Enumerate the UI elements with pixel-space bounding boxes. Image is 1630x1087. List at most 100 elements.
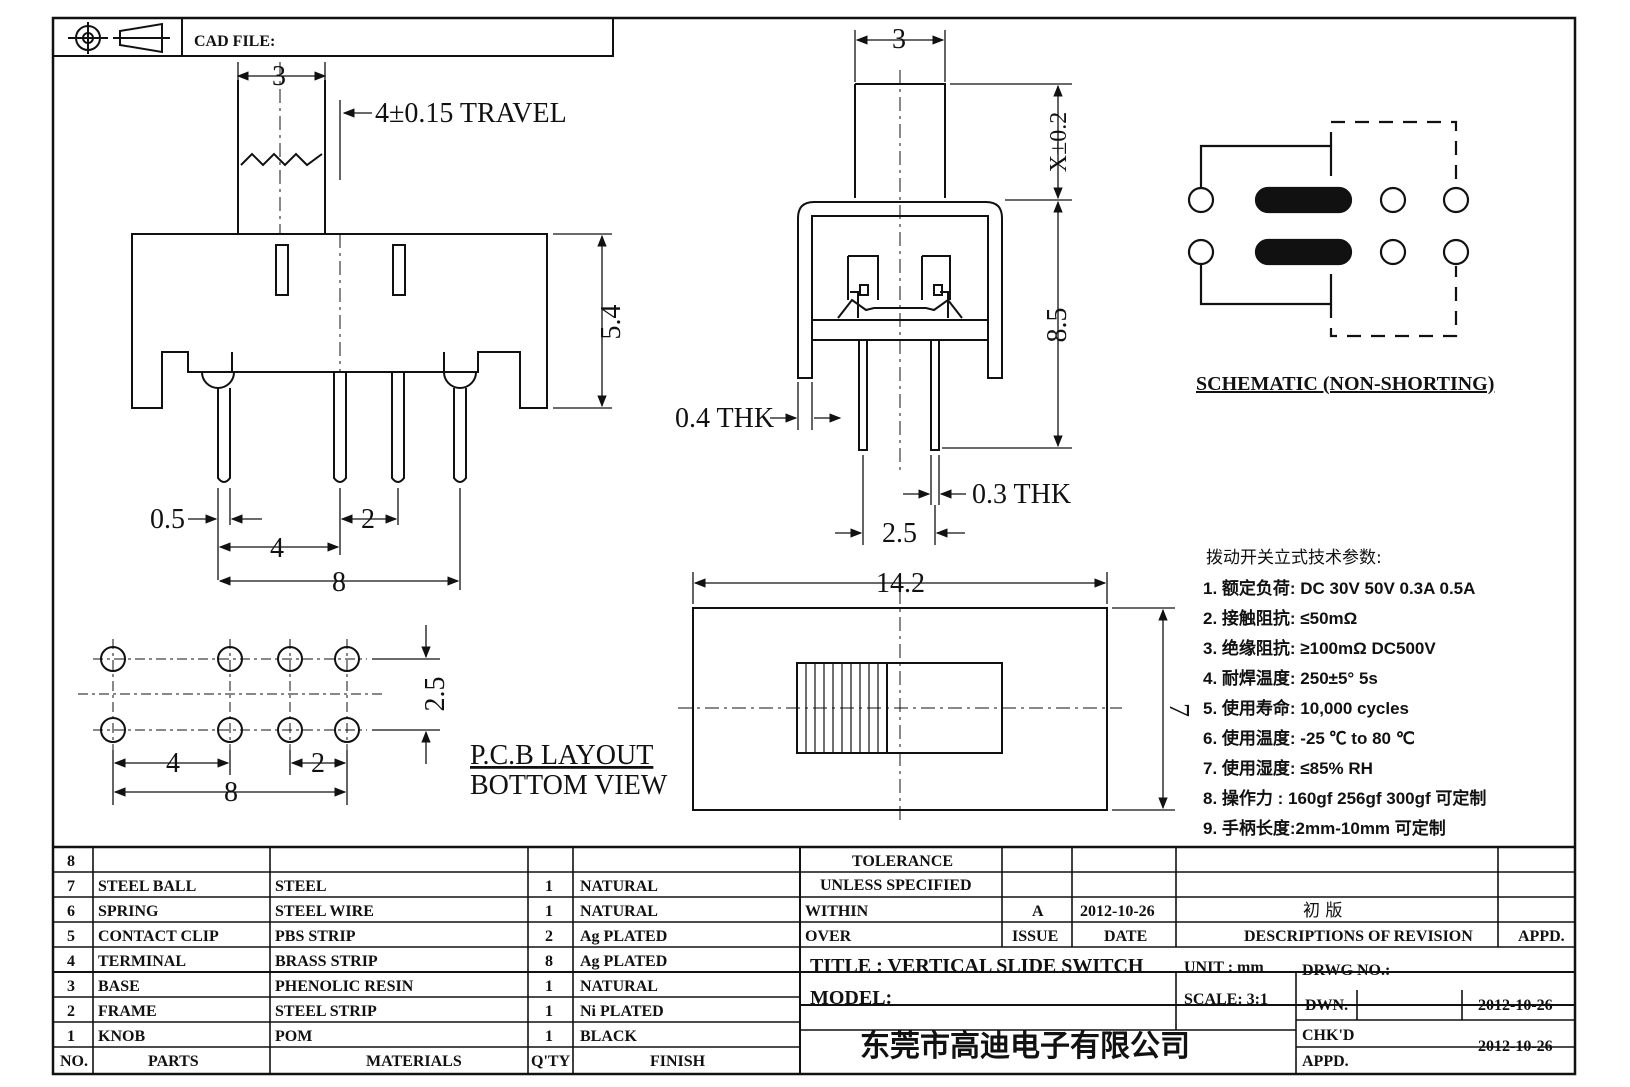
bom-no: 1 [67, 1028, 75, 1045]
bom-no: 6 [67, 903, 75, 920]
issue-label: ISSUE [1012, 928, 1058, 945]
bom-no: 3 [67, 978, 75, 995]
chkd-label: CHK'D [1302, 1027, 1354, 1044]
bom-part: FRAME [98, 1003, 157, 1020]
spec-heading: 拨动开关立式技术参数: [1206, 548, 1382, 568]
over-label: OVER [805, 928, 852, 945]
front-knob-height: X±0.2 [1046, 112, 1072, 173]
side-pin-thk: 0.5 [150, 504, 185, 535]
bom-material: PHENOLIC RESIN [275, 978, 414, 995]
third-angle-projection-icon [68, 22, 170, 54]
top-view [678, 590, 1122, 822]
bom-part: BASE [98, 978, 140, 995]
spec-item-1: 1. 额定负荷: DC 30V 50V 0.3A 0.5A [1203, 578, 1475, 598]
spec-item-5: 5. 使用寿命: 10,000 cycles [1203, 698, 1409, 718]
front-knob-width: 3 [892, 24, 906, 55]
drwg-no-label: DRWG NO.: [1302, 962, 1390, 979]
bom-material: STEEL WIRE [275, 903, 374, 920]
date-value: 2012-10-26 [1080, 903, 1155, 920]
pcb-pitch-small: 2 [311, 748, 325, 779]
bom-qty: 1 [545, 903, 553, 920]
bom-material: PBS STRIP [275, 928, 356, 945]
side-span: 8 [332, 567, 346, 598]
side-view-dims [188, 62, 612, 590]
schematic-contact-upper [1254, 186, 1353, 214]
bom-material: STEEL STRIP [275, 1003, 377, 1020]
model-label: MODEL: [810, 987, 892, 1009]
bom-header-finish: FINISH [650, 1053, 706, 1070]
bom-no: 7 [67, 878, 75, 895]
bom-table [53, 845, 1575, 1074]
bom-finish: NATURAL [580, 978, 658, 995]
pcb-pitch-mid: 4 [166, 748, 180, 779]
bom-header-part: PARTS [148, 1053, 199, 1070]
header-box: CAD FILE: [52, 17, 614, 57]
bom-row: 2 FRAME STEEL STRIP 1 Ni PLATED [67, 1003, 664, 1020]
bom-qty: 2 [545, 928, 553, 945]
spec-item-9: 9. 手柄长度:2mm-10mm 可定制 [1203, 818, 1446, 838]
bom-finish: BLACK [580, 1028, 637, 1045]
appd-label: APPD. [1518, 928, 1565, 945]
pcb-span: 8 [224, 777, 238, 808]
bom-row: 4 TERMINAL BRASS STRIP 8 Ag PLATED [67, 953, 667, 970]
cad-file-label: CAD FILE: [194, 33, 275, 50]
pcb-layout [78, 639, 382, 750]
bom-finish: Ni PLATED [580, 1003, 664, 1020]
front-view [797, 70, 1003, 470]
pcb-title-line1: P.C.B LAYOUT [470, 740, 653, 771]
spec-notes: 拨动开关立式技术参数: 1. 额定负荷: DC 30V 50V 0.3A 0.5… [1203, 548, 1486, 838]
side-pitch-small: 2 [361, 504, 375, 535]
spec-item-3: 3. 绝缘阻抗: ≥100mΩ DC500V [1203, 638, 1436, 658]
bom-header-qty: Q'TY [531, 1053, 571, 1070]
pcb-row-pitch: 2.5 [420, 677, 451, 712]
top-view-dims [692, 572, 1175, 811]
bom-part: STEEL BALL [98, 878, 196, 895]
bom-part: TERMINAL [98, 953, 186, 970]
schematic [1187, 120, 1470, 338]
sheet-border [51, 16, 1577, 1076]
side-height: 5.4 [596, 305, 627, 340]
bom-qty: 1 [545, 1028, 553, 1045]
pcb-dims [112, 625, 440, 805]
bom-material: BRASS STRIP [275, 953, 378, 970]
top-width: 7 [1163, 703, 1194, 717]
side-travel: 4±0.15 TRAVEL [375, 98, 567, 129]
bom-row: 8 [67, 853, 75, 870]
spec-item-7: 7. 使用湿度: ≤85% RH [1203, 758, 1373, 778]
front-pin-thk: 0.3 THK [972, 479, 1071, 510]
revision-desc-label: DESCRIPTIONS OF REVISION [1244, 928, 1473, 945]
company-name: 东莞市高迪电子有限公司 [860, 1029, 1190, 1064]
bom-material: STEEL [275, 878, 327, 895]
schematic-contact-lower [1254, 238, 1353, 266]
front-frame-thk: 0.4 THK [675, 403, 774, 434]
bom-finish: NATURAL [580, 903, 658, 920]
schematic-title: SCHEMATIC (NON-SHORTING) [1196, 373, 1494, 395]
unit-label: UNIT : mm [1184, 959, 1264, 976]
tolerance-line1: TOLERANCE [852, 853, 953, 870]
bom-header-no: NO. [60, 1053, 88, 1070]
within-label: WITHIN [805, 903, 869, 920]
spec-item-2: 2. 接触阻抗: ≤50mΩ [1203, 608, 1357, 628]
bom-row: 5 CONTACT CLIP PBS STRIP 2 Ag PLATED [67, 928, 667, 945]
bom-finish: Ag PLATED [580, 953, 667, 970]
spec-item-4: 4. 耐焊温度: 250±5° 5s [1203, 668, 1378, 688]
bom-no: 5 [67, 928, 75, 945]
bom-row: 1 KNOB POM 1 BLACK [67, 1028, 637, 1045]
bom-header-material: MATERIALS [366, 1053, 462, 1070]
bom-material: POM [275, 1028, 312, 1045]
bom-finish: Ag PLATED [580, 928, 667, 945]
spec-item-6: 6. 使用温度: -25 ℃ to 80 ℃ [1203, 728, 1415, 748]
bom-header-row: NO. PARTS MATERIALS Q'TY FINISH [60, 1053, 706, 1070]
bom-qty: 8 [545, 953, 553, 970]
dwn-date: 2012-10-26 [1478, 997, 1553, 1014]
side-view [131, 62, 548, 483]
front-view-dims [770, 30, 1072, 545]
drawing-title: TITLE : VERTICAL SLIDE SWITCH [810, 955, 1144, 977]
scale-label: SCALE: 3:1 [1184, 991, 1268, 1008]
top-length: 14.2 [876, 568, 925, 599]
bom-finish: NATURAL [580, 878, 658, 895]
date-label: DATE [1104, 928, 1147, 945]
appd2-label: APPD. [1302, 1053, 1349, 1070]
front-row-pitch: 2.5 [882, 518, 917, 549]
